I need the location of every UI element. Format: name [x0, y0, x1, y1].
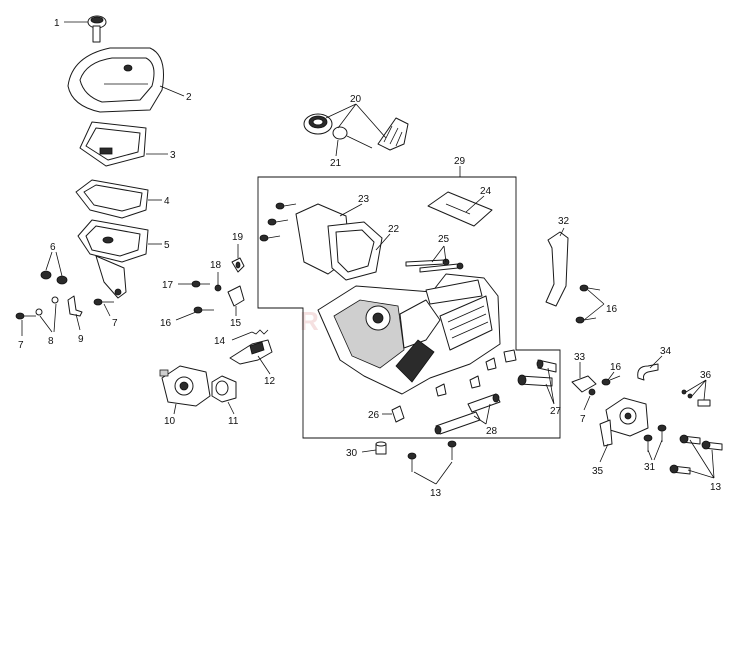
- part-oil-pump: [599, 397, 649, 447]
- callout-23: 23: [358, 194, 370, 205]
- callout-29: 29: [454, 156, 466, 167]
- part-screws-16-right: [575, 284, 601, 324]
- callout-30: 30: [346, 448, 358, 459]
- part-33-clamp: [571, 375, 597, 396]
- callout-8: 8: [48, 336, 54, 347]
- part-clip-15: [227, 285, 245, 307]
- callout-13-center: 13: [430, 488, 442, 499]
- part-filter-cover: [67, 47, 164, 113]
- callout-2: 2: [186, 92, 192, 103]
- part-intake-manifold: [295, 203, 383, 281]
- callout-31: 31: [644, 462, 656, 473]
- callout-5: 5: [164, 240, 170, 251]
- callout-12: 12: [264, 376, 276, 387]
- callout-35: 35: [592, 466, 604, 477]
- part-30-spacer: [375, 441, 387, 455]
- callout-20: 20: [350, 94, 362, 105]
- part-plug-17: [191, 280, 210, 288]
- callout-15: 15: [230, 318, 242, 329]
- part-throttle-lever: [229, 339, 273, 365]
- callout-22: 22: [388, 224, 400, 235]
- part-washers: [35, 296, 59, 316]
- assembly-frame-29: [257, 176, 561, 439]
- callout-13-right: 13: [710, 482, 722, 493]
- part-pins: [405, 258, 464, 273]
- callout-27: 27: [550, 406, 562, 417]
- callout-7-left: 7: [18, 340, 24, 351]
- part-screw-7-left: [15, 312, 36, 320]
- part-carb-adapter: [211, 375, 237, 403]
- part-gasket-sheet: [427, 191, 493, 227]
- callout-16-oil: 16: [610, 362, 622, 373]
- part-studs-27: [517, 359, 557, 387]
- callout-28: 28: [486, 426, 498, 437]
- part-knob: [87, 15, 107, 43]
- callout-3: 3: [170, 150, 176, 161]
- part-hose-34: [637, 363, 659, 381]
- callout-17: 17: [162, 280, 174, 291]
- part-bolts-13-center: [407, 440, 457, 472]
- callout-6: 6: [50, 242, 56, 253]
- callout-11: 11: [228, 416, 239, 427]
- callout-34: 34: [660, 346, 672, 357]
- callout-24: 24: [480, 186, 492, 197]
- callout-1: 1: [54, 18, 60, 29]
- callout-32: 32: [558, 216, 570, 227]
- callout-18: 18: [210, 260, 222, 271]
- callout-21: 21: [330, 158, 342, 169]
- part-filter-gasket: [75, 179, 149, 219]
- part-grommet-19: [231, 257, 245, 273]
- callout-7-oil: 7: [580, 414, 586, 425]
- part-26-plug: [391, 349, 517, 423]
- callout-25: 25: [438, 234, 450, 245]
- callout-36: 36: [700, 370, 712, 381]
- part-carburetor: [159, 365, 211, 407]
- callout-7-holder: 7: [112, 318, 118, 329]
- part-bolts-13-right: [669, 434, 723, 475]
- callout-19: 19: [232, 232, 244, 243]
- part-screw-16-left: [193, 306, 214, 314]
- callout-33: 33: [574, 352, 586, 363]
- callout-14: 14: [214, 336, 226, 347]
- part-screw-7-holder: [93, 298, 114, 306]
- leader-lines: [21, 21, 715, 485]
- part-filter-holder: [77, 219, 149, 299]
- callout-16-right: 16: [606, 304, 618, 315]
- callout-labels: 1 2 3 4 5 6 7 8 9 7 10 11 12 14 15 16 17…: [18, 18, 722, 499]
- callout-16-left: 16: [160, 318, 172, 329]
- callout-26: 26: [368, 410, 380, 421]
- callout-10: 10: [164, 416, 176, 427]
- part-screws-manifold: [259, 202, 297, 242]
- part-screws-31: [643, 424, 667, 452]
- part-screw-16-oil: [601, 375, 621, 386]
- part-spring-14: [251, 329, 269, 335]
- part-36-nipples: [681, 389, 711, 407]
- part-air-filter: [79, 121, 147, 167]
- part-nuts: [40, 270, 68, 285]
- part-crankcase: [317, 273, 501, 395]
- callout-9: 9: [78, 334, 84, 345]
- callout-4: 4: [164, 196, 170, 207]
- part-bracket-9: [67, 295, 83, 317]
- part-tank-cap: [303, 113, 409, 151]
- part-bracket-32: [545, 231, 569, 307]
- watermark: R: [300, 306, 319, 336]
